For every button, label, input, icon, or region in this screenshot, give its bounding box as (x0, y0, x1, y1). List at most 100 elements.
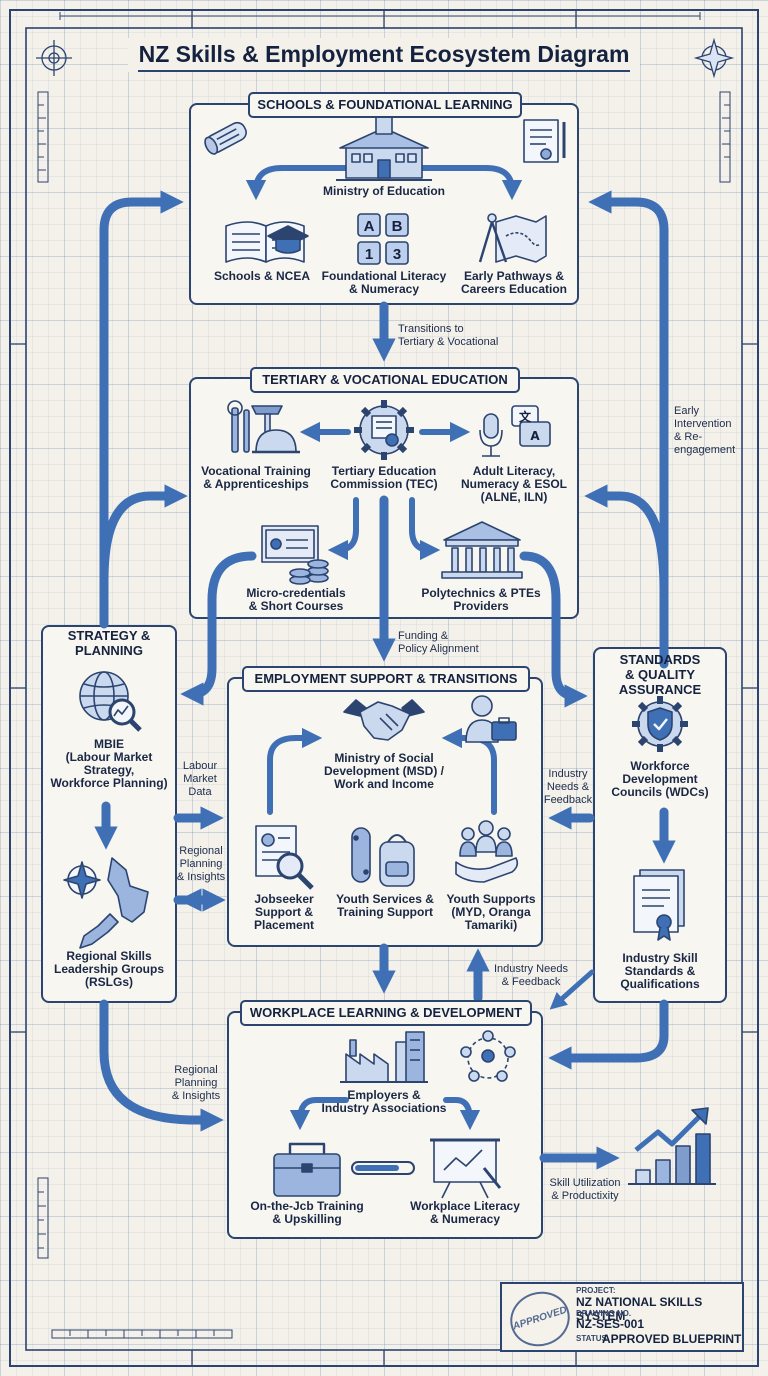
arrow-standards-to-workplace (548, 999, 669, 1070)
glyph-chinese: 文 (519, 409, 532, 424)
tertiary-heading: TERTIARY & VOCATIONAL EDUCATION (250, 367, 520, 393)
workplace-literacy-label: Workplace Literacy & Numeracy (410, 1199, 520, 1226)
person-briefcase-icon (465, 695, 517, 743)
certificate-pen-icon (523, 119, 566, 163)
arrow-tec-to-micro (327, 497, 359, 561)
labour-market-annotation: Labour Market Data (182, 760, 218, 798)
microphone-language-icon (479, 405, 551, 457)
regional-planning-annotation-1: Regional Planning & Insights (176, 845, 226, 883)
people-network-icon (460, 1030, 516, 1082)
vocational-training-label: Vocational Training & Apprenticeships (201, 464, 311, 491)
graduation-cap-icon (267, 225, 309, 254)
progress-connector (351, 1161, 415, 1175)
globe-magnifier-icon (79, 671, 142, 732)
wdc-label: Workforce Development Councils (WDCs) (611, 759, 709, 799)
title-underline (138, 70, 630, 72)
abc-tiles-icon (357, 213, 409, 265)
transitions-annotation: Transitions to Tertiary & Vocational (398, 323, 499, 348)
factory-buildings-icon (340, 1031, 428, 1083)
growth-chart-icon (628, 1107, 716, 1185)
drawing-value: NZ-SES-001 (576, 1317, 645, 1331)
language-glyphs: 文 A (519, 409, 540, 443)
arrow-tec-to-poly (409, 497, 441, 561)
abc-tile-letters: A B 1 3 (364, 218, 403, 263)
drawing-key: DRAWING NO. (576, 1309, 632, 1318)
bottom-scale-bar (51, 1329, 233, 1339)
regional-planning-annotation-2: Regional Planning & Insights (171, 1064, 221, 1102)
presentation-board-icon (430, 1138, 502, 1199)
funding-annotation: Funding & Policy Alignment (398, 630, 479, 655)
arrow-jobseeker-to-msd (267, 727, 323, 815)
resume-magnifier-icon (255, 825, 314, 890)
standards-documents-icon (633, 869, 685, 941)
tec-label: Tertiary Education Commission (TEC) (330, 464, 438, 491)
foundational-literacy-label: Foundational Literacy & Numeracy (321, 269, 447, 296)
rslg-label: Regional Skills Leadership Groups (RSLGs… (53, 949, 165, 989)
youth-supports-label: Youth Supports (MYD, Oranga Tamariki) (446, 892, 536, 932)
gear-certificate-icon (354, 400, 414, 460)
ministry-of-education-label: Ministry of Education (322, 184, 445, 198)
nz-map-icon (63, 857, 149, 949)
status-key: STATUS (576, 1334, 607, 1343)
arrow-standards-to-tertiary (584, 484, 669, 595)
top-scale-bar (59, 12, 701, 20)
schools-heading: SCHOOLS & FOUNDATIONAL LEARNING (248, 92, 522, 118)
arrow-standards-to-schools (588, 190, 669, 669)
project-value: NZ NATIONAL SKILLS SYSTEM (576, 1295, 703, 1323)
standards-heading: STANDARDS & QUALITY ASSURANCE (618, 652, 702, 697)
approved-stamp: APPROVED (503, 1284, 577, 1354)
title-block: APPROVED PROJECT: NZ NATIONAL SKILLS SYS… (500, 1282, 744, 1354)
arrow-strategy-to-tertiary (99, 484, 188, 585)
skateboard-backpack-icon (351, 827, 415, 887)
skill-utilization-annotation: Skill Utilization & Productixity (549, 1177, 621, 1202)
strategy-heading: STRATEGY & PLANNING (67, 628, 151, 658)
people-hand-icon (455, 820, 519, 883)
adult-literacy-label: Adult Literacy, Numeracy & ESOL (ALNE, I… (460, 464, 568, 504)
industry-needs-annotation-1: Industry Needs & Feedback (543, 768, 593, 806)
industry-needs-annotation-2: Industry Needs & Feedback (494, 963, 568, 988)
glyph-latin-a: A (530, 429, 540, 443)
workplace-heading: WORKPLACE LEARNING & DEVELOPMENT (240, 1000, 532, 1026)
toolbox-icon (273, 1142, 341, 1197)
compass-icon (693, 37, 735, 79)
school-building-icon (336, 103, 432, 181)
industry-skill-standards-label: Industry Skill Standards & Qualification… (620, 951, 700, 991)
arrow-moe-to-ncea (245, 165, 351, 201)
micro-credentials-label: Micro-credentials & Short Courses (246, 586, 346, 613)
certificate-coins-icon (261, 525, 329, 585)
map-compass-icon (478, 213, 547, 263)
polytechnic-building-icon (441, 521, 523, 579)
left-bottom-ruler (37, 1177, 49, 1259)
polytechnics-label: Polytechnics & PTEs Providers (421, 586, 541, 613)
arrow-strategy-to-schools (99, 190, 184, 629)
arrow-standards-diagonal (549, 969, 595, 1010)
arrow-poly-to-standards (519, 551, 588, 708)
diploma-scroll-icon (204, 121, 247, 155)
careers-education-label: Early Pathways & Careers Education (460, 269, 568, 296)
tile-3: 3 (393, 246, 401, 263)
progress-connector-fill (355, 1165, 399, 1171)
employment-heading: EMPLOYMENT SUPPORT & TRANSITIONS (242, 666, 530, 692)
arrow-strategy-to-workplace (99, 999, 224, 1132)
employers-label: Employers & Industry Associations (321, 1088, 447, 1115)
jobseeker-support-label: Jobseeker Support & Placement (253, 892, 315, 932)
right-ruler (719, 91, 731, 183)
shield-gear-icon (632, 696, 688, 752)
handshake-icon (343, 699, 425, 741)
tools-hardhat-icon (227, 400, 300, 454)
arrow-employers-to-onjob (289, 1097, 349, 1131)
project-key: PROJECT: (576, 1286, 616, 1295)
status-value: APPROVED BLUEPRINT (602, 1332, 742, 1346)
left-ruler (37, 91, 49, 183)
on-the-job-training-label: On-the-Jcb Training & Upskilling (250, 1199, 364, 1226)
arrow-micro-to-strategy (180, 551, 257, 706)
compass-icon (36, 40, 72, 76)
tile-1: 1 (365, 246, 373, 263)
frame-ticks (10, 10, 758, 1366)
page-title: NZ Skills & Employment Ecosystem Diagram (128, 38, 640, 72)
early-intervention-annotation: Early Intervention & Re- engagement (674, 405, 736, 456)
arrow-moe-to-careers (417, 165, 523, 201)
tile-b: B (392, 218, 403, 235)
